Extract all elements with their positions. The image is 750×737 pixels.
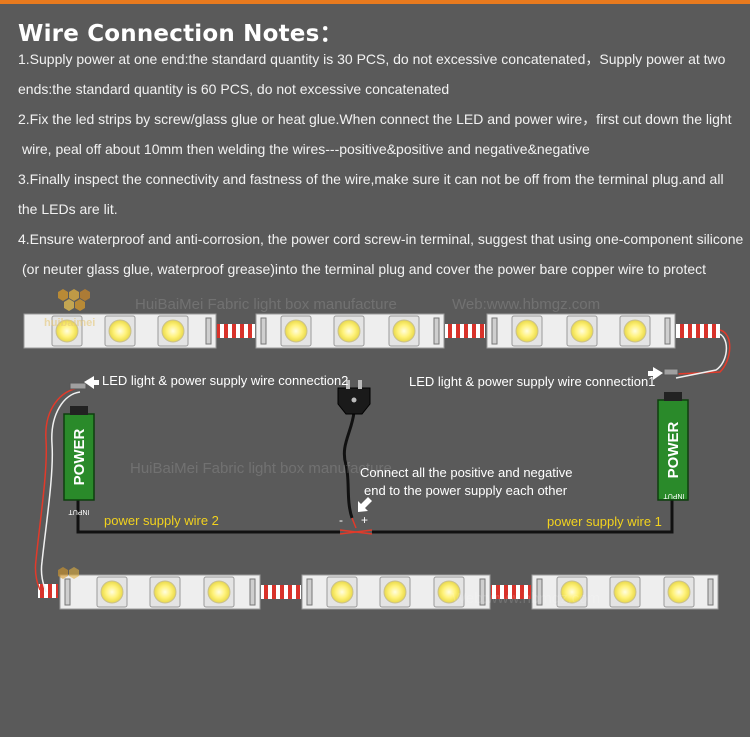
- watermark: Web:www.hbmgz.com: [452, 590, 601, 607]
- note-line: 3.Finally inspect the connectivity and f…: [18, 171, 724, 187]
- note-line: (or neuter glass glue, waterproof grease…: [22, 261, 707, 277]
- input-label-2: INPUT: [68, 508, 90, 515]
- logo-text: huibaimei: [44, 317, 95, 329]
- power-supply-unit-1: [657, 368, 689, 501]
- watermark: Web:www.hbmgz.com: [452, 296, 601, 313]
- note-line: 4.Ensure waterproof and anti-corrosion, …: [18, 231, 744, 247]
- note-line: 1.Supply power at one end:the standard q…: [18, 51, 726, 67]
- notes-list: 1.Supply power at one end:the standard q…: [18, 44, 748, 284]
- note-line: the LEDs are lit.: [18, 201, 118, 217]
- strip-leads: [34, 329, 731, 593]
- label-power-supply-wire-2: power supply wire 2: [104, 513, 219, 528]
- power-plug-icon: [337, 380, 371, 415]
- label-connect-all: Connect all the positive and negative: [360, 465, 573, 480]
- label-connect-all-2: end to the power supply each other: [364, 483, 568, 498]
- label-connection-2: LED light & power supply wire connection…: [102, 373, 349, 388]
- power-wires: [76, 411, 674, 534]
- watermark: HuiBaiMei Fabric light box manufacture: [130, 460, 392, 477]
- arrow-icon: [84, 376, 99, 389]
- watermark: HuiBaiMei Fabric light box manufacture: [135, 296, 397, 313]
- note-line: ends:the standard quantity is 60 PCS, do…: [18, 81, 450, 97]
- arrow-icon: [358, 497, 372, 512]
- power-label-1: POWER: [665, 422, 682, 479]
- page-title: Wire Connection Notes：: [18, 21, 343, 47]
- label-power-supply-wire-1: power supply wire 1: [547, 514, 662, 529]
- power-supply-unit-2: [63, 382, 95, 501]
- input-label-1: INPUT: [663, 492, 685, 499]
- note-line: wire, peal off about 10mm then welding t…: [22, 141, 590, 157]
- led-strip-top: [23, 313, 720, 349]
- logo-icon-bottom: [58, 567, 79, 579]
- power-label-2: POWER: [71, 429, 88, 486]
- label-connection-1: LED light & power supply wire connection…: [409, 374, 656, 389]
- logo-icon: [58, 289, 90, 311]
- power-junction: [339, 517, 373, 535]
- note-line: 2.Fix the led strips by screw/glass glue…: [18, 111, 732, 127]
- minus-sign: -: [339, 513, 343, 527]
- top-accent-bar: [0, 0, 750, 4]
- led-strip-bottom: [38, 574, 719, 610]
- arrow-icon: [648, 367, 663, 380]
- plus-sign: +: [361, 513, 369, 527]
